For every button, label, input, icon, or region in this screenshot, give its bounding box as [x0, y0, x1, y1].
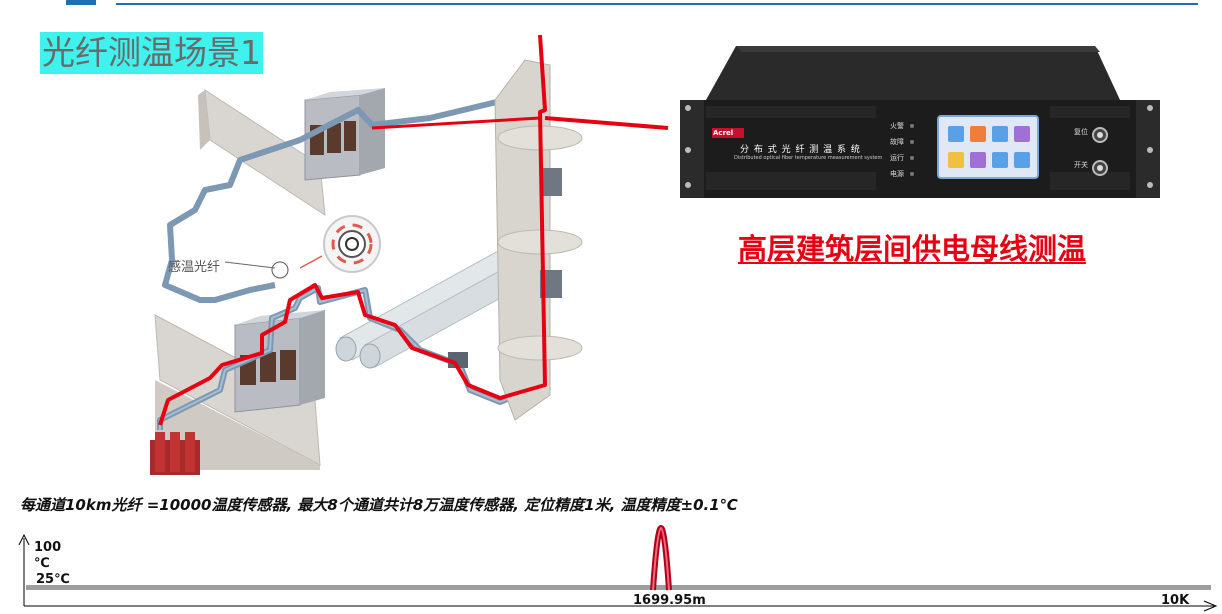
- device-caption: 高层建筑层间供电母线测温: [738, 232, 1087, 266]
- upper-cabinet: [304, 88, 385, 181]
- graph-y-max-label: 100: [34, 540, 62, 555]
- page-title: 光纤测温场景1: [40, 32, 263, 74]
- baseline-temperature-band: [26, 585, 1211, 590]
- indicator-power: 电源: [890, 170, 904, 178]
- indicator-running: 运行: [890, 154, 904, 162]
- graph-baseline-label: 25℃: [36, 572, 70, 587]
- specification-text: 每通道10km光纤 =10000温度传感器, 最大8个通道共计8万温度传感器, …: [20, 496, 738, 514]
- reset-button-label: 复位: [1074, 128, 1088, 136]
- fiber-to-device-lead: [544, 116, 669, 130]
- temperature-graph: [18, 524, 1218, 612]
- header-accent-mark: [66, 0, 96, 5]
- device-pointer: [371, 116, 541, 130]
- riser-column: [448, 59, 583, 421]
- transformer: [150, 432, 200, 475]
- graph-x-end-label: 10K: [1161, 593, 1190, 608]
- graph-y-arrow: [18, 533, 30, 546]
- sensing-fiber-path: [158, 34, 547, 426]
- header-rule: [116, 3, 1198, 5]
- device-brand-badge: Acrel: [713, 129, 734, 137]
- device-name-cn: 分 布 式 光 纤 测 温 系 统: [740, 145, 861, 155]
- power-switch-label: 开关: [1074, 161, 1088, 169]
- indicator-fault: 故障: [890, 138, 904, 146]
- fiber-label: 感温光纤: [168, 260, 221, 275]
- device-name-en: Distributed optical fiber temperature me…: [734, 155, 883, 161]
- indicator-fire-alarm: 火警: [890, 122, 904, 130]
- upper-wall-side: [198, 90, 210, 150]
- graph-y-unit-label: ℃: [34, 556, 50, 571]
- rack-device: [680, 46, 1160, 198]
- pipes: [335, 249, 516, 369]
- fiber-cross-section-detail: [224, 215, 381, 279]
- graph-x-arrow: [1203, 600, 1218, 612]
- graph-peak-position-label: 1699.95m: [633, 593, 706, 608]
